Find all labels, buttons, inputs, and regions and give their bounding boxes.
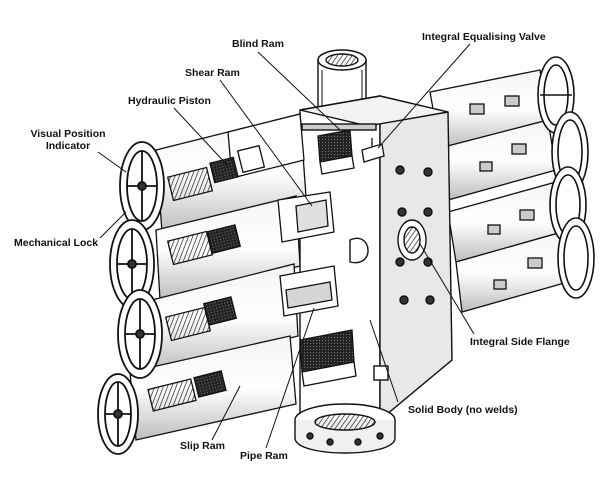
label-integral-equalising-valve: Integral Equalising Valve: [422, 31, 546, 43]
leader-hydraulic-piston: [173, 107, 229, 167]
label-visual-position-indicator: Visual Position Indicator: [28, 128, 108, 152]
label-solid-body: Solid Body (no welds): [408, 404, 518, 416]
leader-visual-position-indicator: [97, 151, 127, 173]
handwheel-1: [119, 141, 165, 231]
label-hydraulic-piston: Hydraulic Piston: [128, 95, 211, 107]
label-slip-ram: Slip Ram: [180, 440, 225, 452]
left-handwheels: [97, 141, 165, 455]
right-handwheels: [537, 56, 595, 299]
leader-shear-ram: [219, 79, 313, 207]
leader-mechanical-lock: [99, 211, 127, 239]
handwheel-4: [97, 373, 139, 455]
leader-slip-ram: [211, 385, 241, 441]
right-bonnet-cylinders: [429, 69, 569, 313]
leader-pipe-ram: [265, 307, 315, 449]
label-visual-position-indicator-line1: Visual Position: [30, 128, 106, 140]
label-shear-ram: Shear Ram: [185, 67, 240, 79]
label-visual-position-indicator-line2: Indicator: [45, 140, 91, 152]
bop-body: [294, 49, 453, 454]
handwheel-3: [117, 289, 163, 379]
leader-blind-ram: [257, 51, 341, 131]
left-ram-bonnets: [129, 113, 357, 441]
leader-solid-body: [369, 319, 399, 403]
label-blind-ram: Blind Ram: [232, 38, 284, 50]
label-integral-side-flange: Integral Side Flange: [470, 336, 570, 348]
leader-integral-side-flange: [419, 243, 475, 335]
label-pipe-ram: Pipe Ram: [240, 450, 288, 462]
leader-integral-equalising-valve: [377, 43, 471, 149]
label-mechanical-lock: Mechanical Lock: [14, 237, 99, 249]
equalising-valve: [361, 138, 385, 163]
leader-lines: [97, 43, 475, 449]
